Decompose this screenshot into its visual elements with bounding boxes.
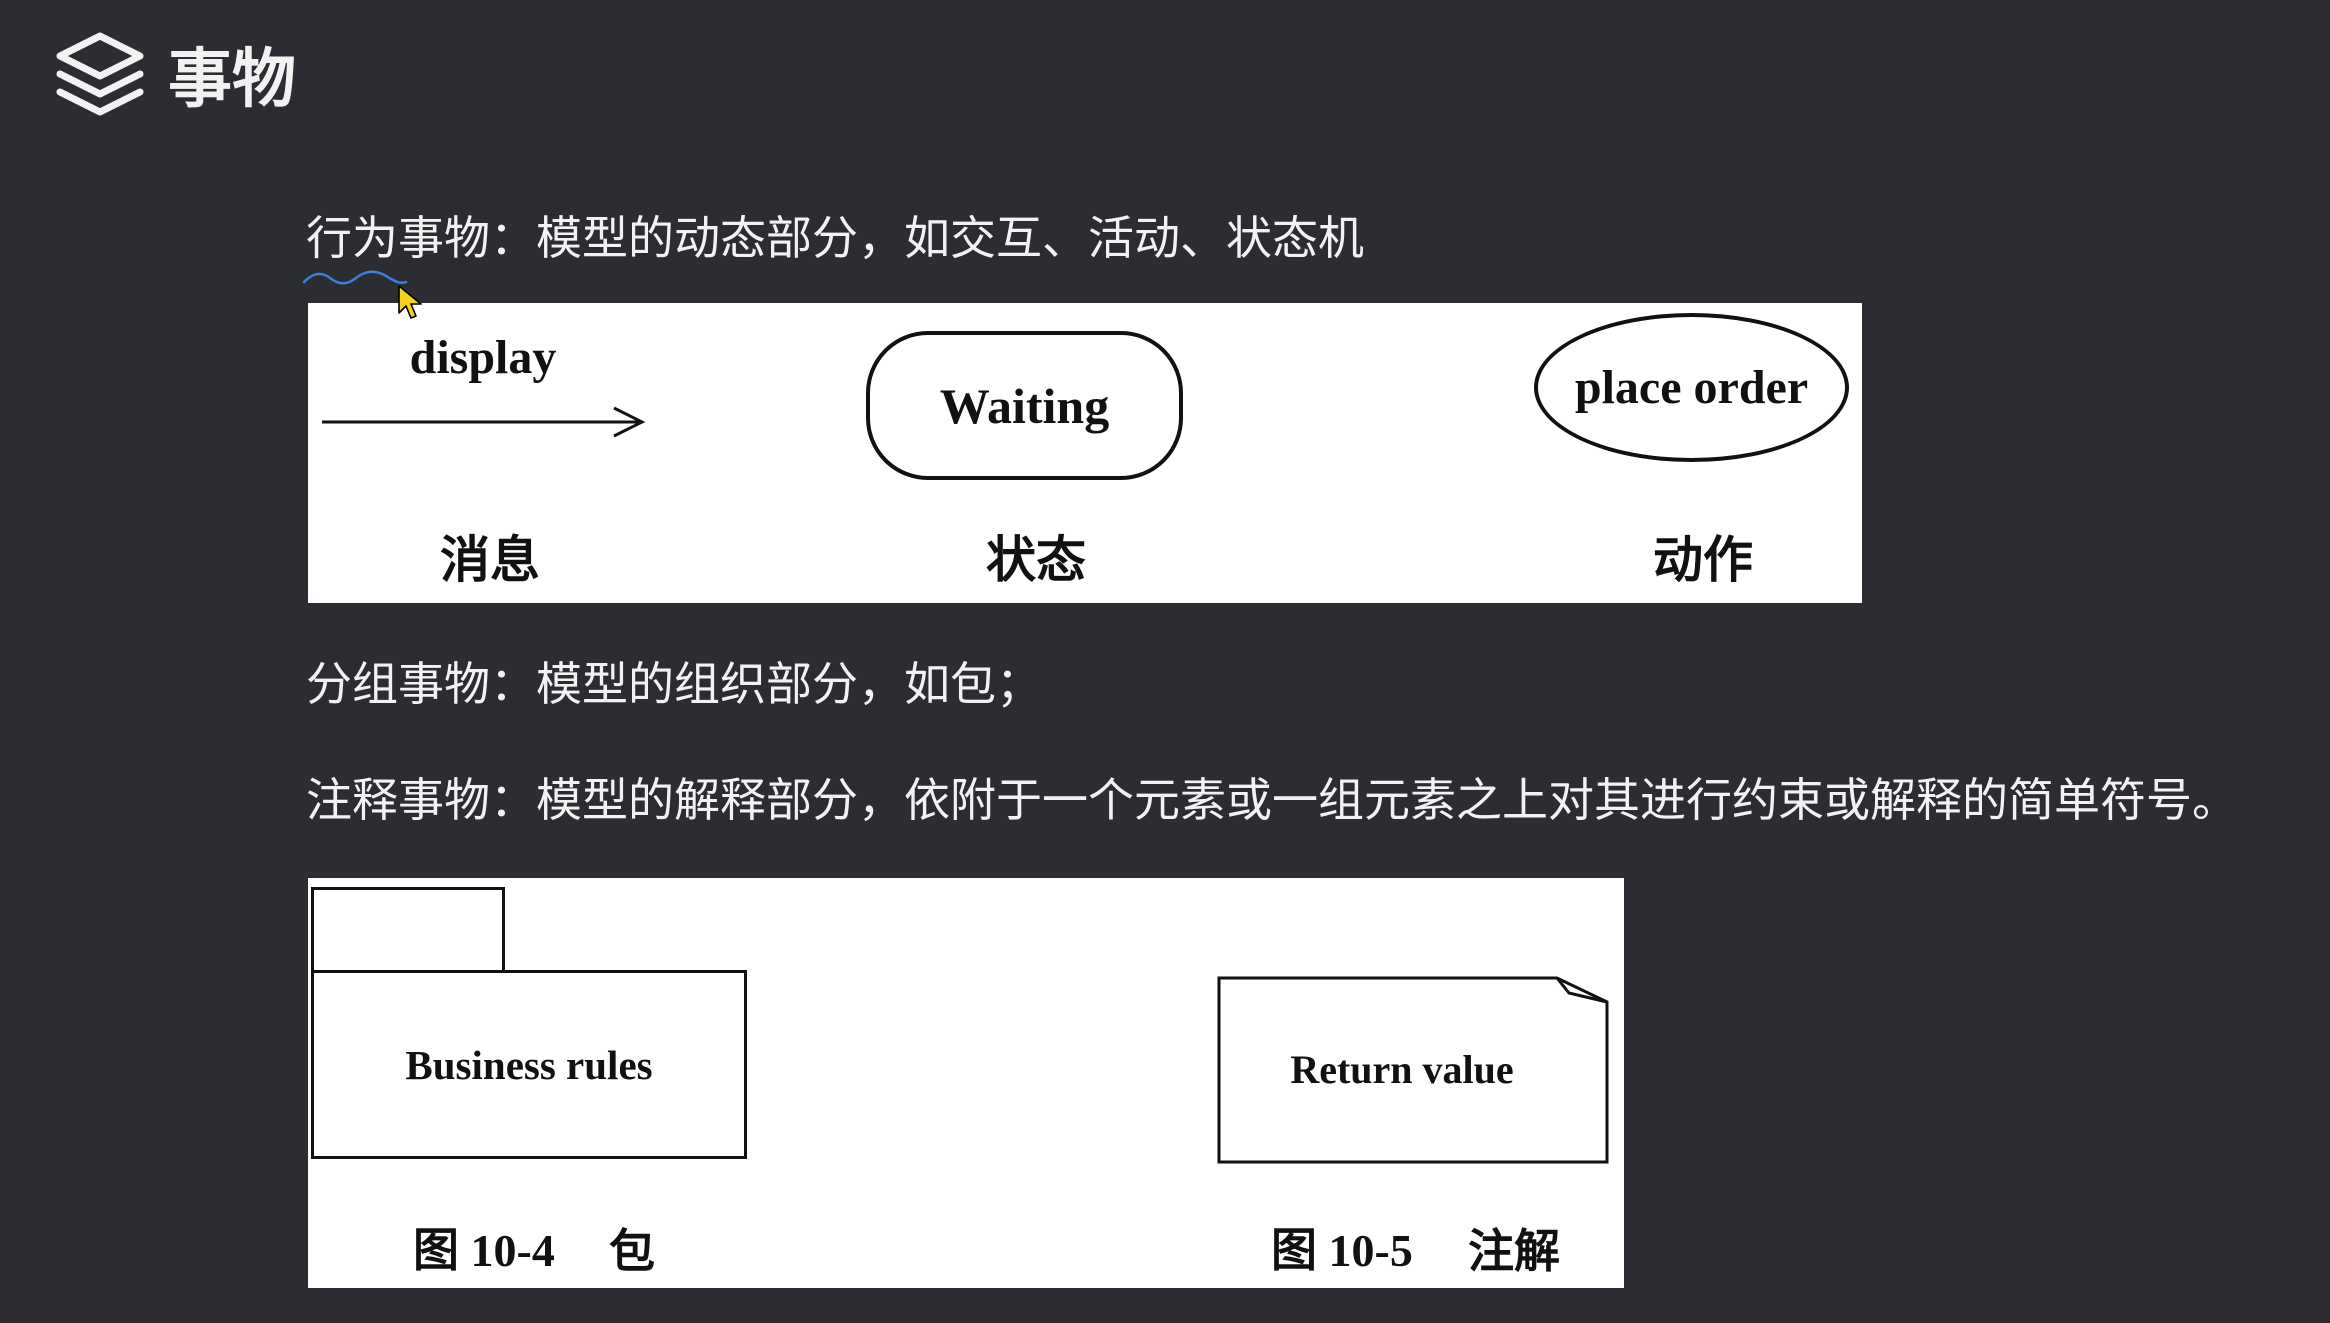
arrow-right-icon bbox=[322, 406, 646, 438]
package-figure-number: 图 10-4 bbox=[413, 1225, 555, 1276]
cursor-arrow-icon bbox=[398, 285, 422, 319]
state-shape: Waiting bbox=[866, 331, 1183, 480]
state-caption: 状态 bbox=[986, 531, 1086, 589]
action-caption: 动作 bbox=[1653, 531, 1753, 589]
note-shape bbox=[1217, 976, 1609, 1164]
annotation-things-text: 注释事物：模型的解释部分，依附于一个元素或一组元素之上对其进行约束或解释的简单符… bbox=[306, 773, 2238, 827]
message-caption: 消息 bbox=[440, 531, 540, 589]
layers-icon bbox=[56, 32, 144, 116]
slide-title: 事物 bbox=[168, 43, 296, 117]
package-shape: Business rules bbox=[311, 970, 747, 1159]
package-tab bbox=[311, 887, 505, 973]
note-label-area: Return value bbox=[1217, 976, 1587, 1164]
package-figure-title: 包 bbox=[609, 1224, 655, 1278]
note-label: Return value bbox=[1290, 1047, 1514, 1092]
grouping-things-text: 分组事物：模型的组织部分，如包； bbox=[306, 657, 1042, 711]
message-label: display bbox=[409, 331, 557, 384]
wavy-underline-annotation bbox=[302, 270, 408, 285]
grouping-annotation-figure: Business rules Return value 图 10-4 包 图 1… bbox=[308, 878, 1624, 1288]
behavior-things-figure: display 消息 Waiting 状态 place order 动作 bbox=[308, 303, 1862, 603]
note-figure-number: 图 10-5 bbox=[1271, 1225, 1413, 1276]
state-label: Waiting bbox=[939, 377, 1110, 434]
action-shape: place order bbox=[1534, 313, 1849, 462]
behavior-things-text: 行为事物：模型的动态部分，如交互、活动、状态机 bbox=[306, 211, 1364, 265]
note-figure-title: 注解 bbox=[1468, 1224, 1560, 1278]
action-label: place order bbox=[1574, 360, 1809, 414]
package-label: Business rules bbox=[405, 1041, 653, 1088]
